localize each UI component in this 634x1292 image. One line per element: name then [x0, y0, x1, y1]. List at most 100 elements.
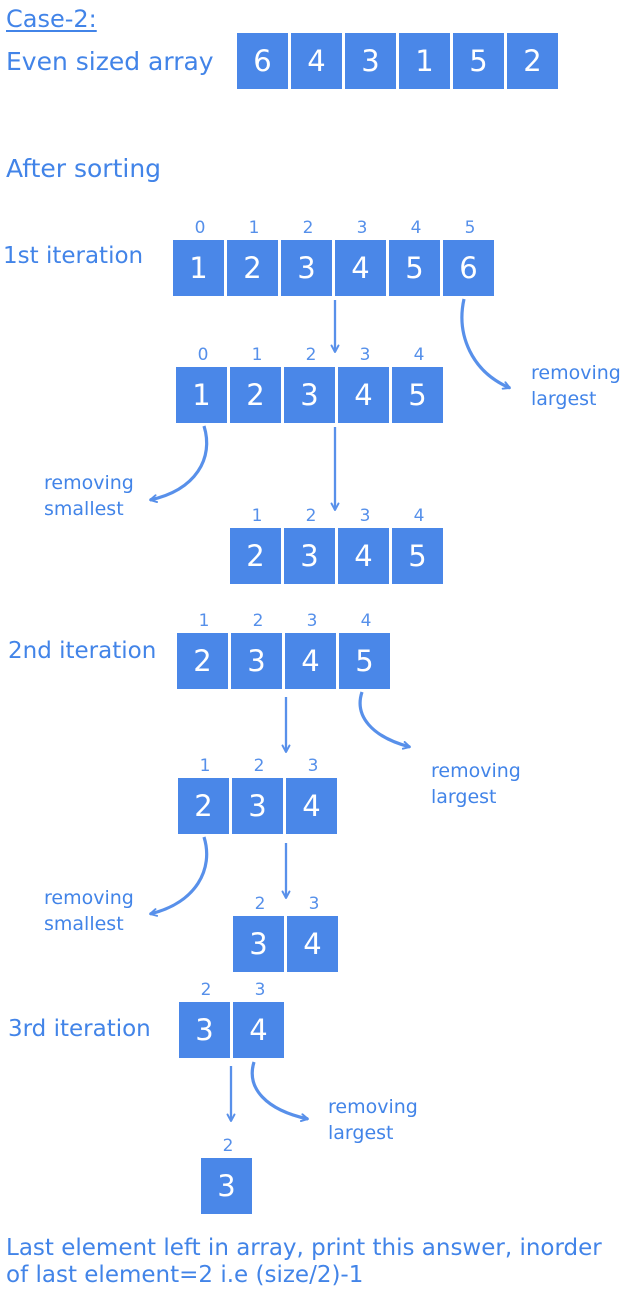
index-label: 2 — [222, 1136, 234, 1156]
array-cell: 1 — [399, 33, 450, 89]
array-cell: 2 — [227, 240, 278, 296]
annotation-removing-largest-3: removing largest — [328, 1096, 418, 1144]
array-cell: 3 — [231, 633, 282, 689]
index-label: 2 — [252, 611, 264, 631]
annotation-removing-smallest-1: removing smallest — [44, 472, 134, 520]
arrow-removing-largest-3 — [250, 1061, 309, 1123]
array-cell: 5 — [392, 367, 443, 423]
index-label: 4 — [410, 218, 422, 238]
array-cell: 4 — [335, 240, 386, 296]
index-row: 2 — [201, 1132, 255, 1158]
arrow-removing-largest-2 — [358, 691, 411, 750]
array-cell: 3 — [201, 1158, 252, 1214]
index-label: 2 — [200, 980, 212, 1000]
index-label: 1 — [251, 506, 263, 526]
array-cell: 2 — [230, 528, 281, 584]
index-label: 1 — [198, 611, 210, 631]
after-sorting-label: After sorting — [6, 154, 162, 183]
array-cell: 4 — [286, 778, 337, 834]
index-label: 1 — [251, 345, 263, 365]
array-cell: 5 — [389, 240, 440, 296]
index-label: 1 — [248, 218, 260, 238]
array-cell: 1 — [173, 240, 224, 296]
index-label: 1 — [199, 756, 211, 776]
array-cell: 3 — [281, 240, 332, 296]
array-cell: 1 — [176, 367, 227, 423]
index-label: 4 — [360, 611, 372, 631]
array-cell: 5 — [392, 528, 443, 584]
index-label: 0 — [194, 218, 206, 238]
array-cell: 5 — [339, 633, 390, 689]
array-cell: 3 — [284, 367, 335, 423]
array-cell: 4 — [338, 367, 389, 423]
array-cell: 3 — [232, 778, 283, 834]
index-row: 1 2 3 4 — [177, 607, 393, 633]
array-cell: 3 — [345, 33, 396, 89]
array-cell: 4 — [285, 633, 336, 689]
footer-line-1: Last element left in array, print this a… — [6, 1235, 602, 1261]
index-label: 3 — [308, 894, 320, 914]
array-cell: 2 — [178, 778, 229, 834]
index-label: 2 — [253, 756, 265, 776]
index-row: 0 1 2 3 4 — [176, 341, 446, 367]
iteration-3-label: 3rd iteration — [8, 1016, 151, 1042]
index-label: 3 — [254, 980, 266, 1000]
index-label: 3 — [356, 218, 368, 238]
array-cell: 2 — [507, 33, 558, 89]
index-label: 3 — [306, 611, 318, 631]
array-cell: 4 — [287, 916, 338, 972]
index-label: 2 — [305, 345, 317, 365]
array-cell: 5 — [453, 33, 504, 89]
array-cell: 2 — [177, 633, 228, 689]
array-cell: 4 — [291, 33, 342, 89]
index-row: 1 2 3 — [178, 752, 340, 778]
index-label: 4 — [413, 345, 425, 365]
array-cell: 3 — [179, 1002, 230, 1058]
arrow-removing-smallest-2 — [149, 836, 209, 917]
index-label: 3 — [307, 756, 319, 776]
index-label: 0 — [197, 345, 209, 365]
arrow-removing-largest-1 — [460, 298, 511, 390]
annotation-removing-largest-2: removing largest — [431, 760, 521, 808]
arrow-removing-smallest-1 — [149, 425, 209, 503]
index-label: 2 — [305, 506, 317, 526]
index-label: 3 — [359, 506, 371, 526]
array-cell: 4 — [233, 1002, 284, 1058]
array-cell: 3 — [284, 528, 335, 584]
case-title: Case-2: — [6, 5, 97, 33]
array-type-label: Even sized array — [6, 47, 214, 76]
iteration-1-label: 1st iteration — [3, 243, 144, 269]
array-cell: 3 — [233, 916, 284, 972]
index-label: 2 — [302, 218, 314, 238]
array-cell: 6 — [443, 240, 494, 296]
index-label: 3 — [359, 345, 371, 365]
array-cell: 4 — [338, 528, 389, 584]
index-label: 2 — [254, 894, 266, 914]
array-cell: 2 — [230, 367, 281, 423]
iteration-2-label: 2nd iteration — [8, 638, 157, 664]
array-cell: 6 — [237, 33, 288, 89]
annotation-removing-smallest-2: removing smallest — [44, 887, 134, 935]
